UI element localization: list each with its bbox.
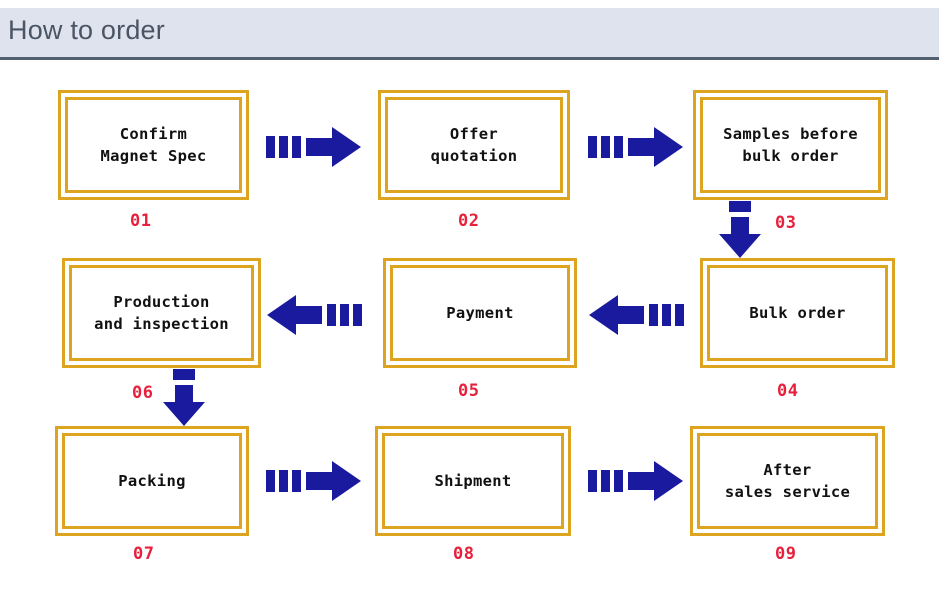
process-box-05-label: Payment (446, 303, 514, 322)
process-box-02[interactable]: Offer quotation (378, 90, 570, 200)
step-number-09: 09 (775, 544, 797, 564)
arrow-down-03-04 (718, 201, 762, 259)
process-box-03-label: Samples before bulk order (723, 124, 858, 165)
process-box-03-inner: Samples before bulk order (700, 97, 881, 193)
arrow-left-05-06 (266, 294, 362, 336)
process-box-07[interactable]: Packing (55, 426, 249, 536)
arrow-left-04-05 (588, 294, 684, 336)
arrow-down-06-07 (162, 369, 206, 427)
step-number-08: 08 (453, 544, 475, 564)
process-box-02-label: Offer quotation (430, 124, 518, 165)
process-box-04[interactable]: Bulk order (700, 258, 895, 368)
process-box-04-label: Bulk order (749, 303, 846, 322)
step-number-07: 07 (133, 544, 155, 564)
arrow-right-01-02 (266, 126, 362, 168)
process-box-06[interactable]: Production and inspection (62, 258, 261, 368)
process-box-02-inner: Offer quotation (385, 97, 563, 193)
step-number-03: 03 (775, 213, 797, 233)
page-title: How to order (8, 15, 165, 45)
process-box-06-label: Production and inspection (94, 292, 229, 333)
step-number-02: 02 (458, 211, 480, 231)
process-box-03[interactable]: Samples before bulk order (693, 90, 888, 200)
process-box-05[interactable]: Payment (383, 258, 577, 368)
process-box-09-label: After sales service (724, 460, 851, 501)
process-box-01[interactable]: Confirm Magnet Spec (58, 90, 249, 200)
step-number-04: 04 (777, 381, 799, 401)
process-box-06-inner: Production and inspection (69, 265, 254, 361)
arrow-right-07-08 (266, 460, 362, 502)
process-box-07-label: Packing (118, 471, 186, 490)
step-number-06: 06 (132, 383, 154, 403)
step-number-05: 05 (458, 381, 480, 401)
step-number-01: 01 (130, 211, 152, 231)
flow-diagram: Confirm Magnet Spec 01 Offer quotation 0… (0, 63, 939, 600)
arrow-right-08-09 (588, 460, 684, 502)
process-box-01-inner: Confirm Magnet Spec (65, 97, 242, 193)
process-box-04-inner: Bulk order (707, 265, 888, 361)
process-box-08[interactable]: Shipment (375, 426, 571, 536)
process-box-09[interactable]: After sales service (690, 426, 885, 536)
process-box-08-label: Shipment (434, 471, 512, 490)
process-box-05-inner: Payment (390, 265, 570, 361)
process-box-08-inner: Shipment (382, 433, 564, 529)
page-header: How to order (0, 8, 939, 60)
process-box-01-label: Confirm Magnet Spec (100, 124, 207, 165)
arrow-right-02-03 (588, 126, 684, 168)
process-box-07-inner: Packing (62, 433, 242, 529)
process-box-09-inner: After sales service (697, 433, 878, 529)
